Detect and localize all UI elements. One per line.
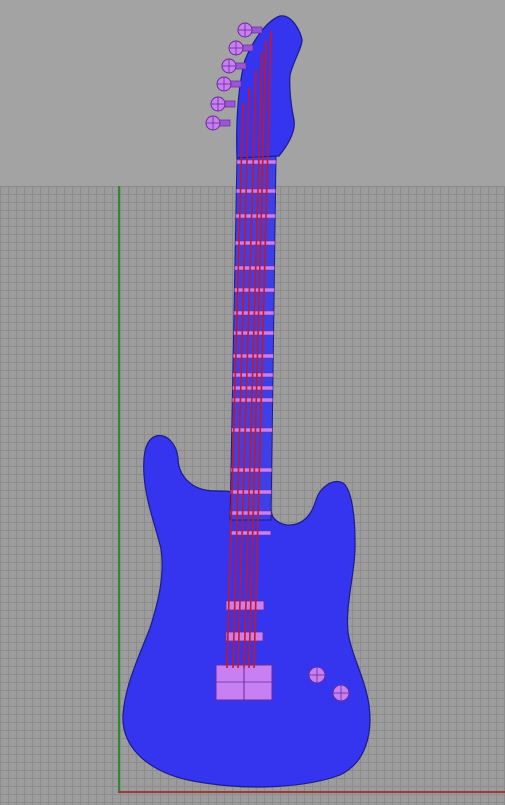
volume-knob[interactable] bbox=[308, 666, 326, 684]
tuning-peg-3[interactable] bbox=[221, 58, 247, 74]
fret-16 bbox=[229, 510, 272, 516]
x-axis-line bbox=[118, 791, 505, 793]
string-5 bbox=[248, 39, 267, 669]
tuning-peg-4[interactable] bbox=[216, 76, 242, 92]
y-axis-line bbox=[118, 186, 120, 792]
fret-4 bbox=[235, 240, 276, 246]
tuning-peg-1[interactable] bbox=[237, 22, 263, 38]
string-1 bbox=[226, 102, 244, 669]
tuning-peg-5[interactable] bbox=[210, 96, 236, 112]
string-group bbox=[226, 30, 272, 669]
fret-2 bbox=[236, 188, 276, 194]
string-4 bbox=[243, 51, 263, 669]
fret-15 bbox=[230, 489, 272, 495]
fret-14 bbox=[230, 467, 272, 473]
fret-17 bbox=[229, 530, 272, 536]
fret-1 bbox=[236, 159, 277, 165]
string-2 bbox=[232, 87, 250, 669]
tuning-peg-6[interactable] bbox=[205, 115, 231, 131]
string-6 bbox=[253, 30, 272, 669]
tone-knob[interactable] bbox=[332, 684, 350, 702]
fret-3 bbox=[235, 213, 276, 219]
tuner-group bbox=[205, 22, 263, 131]
string-3 bbox=[237, 69, 257, 669]
tuning-peg-2[interactable] bbox=[228, 40, 254, 56]
fret-13 bbox=[231, 427, 273, 433]
fret-5 bbox=[234, 265, 275, 271]
